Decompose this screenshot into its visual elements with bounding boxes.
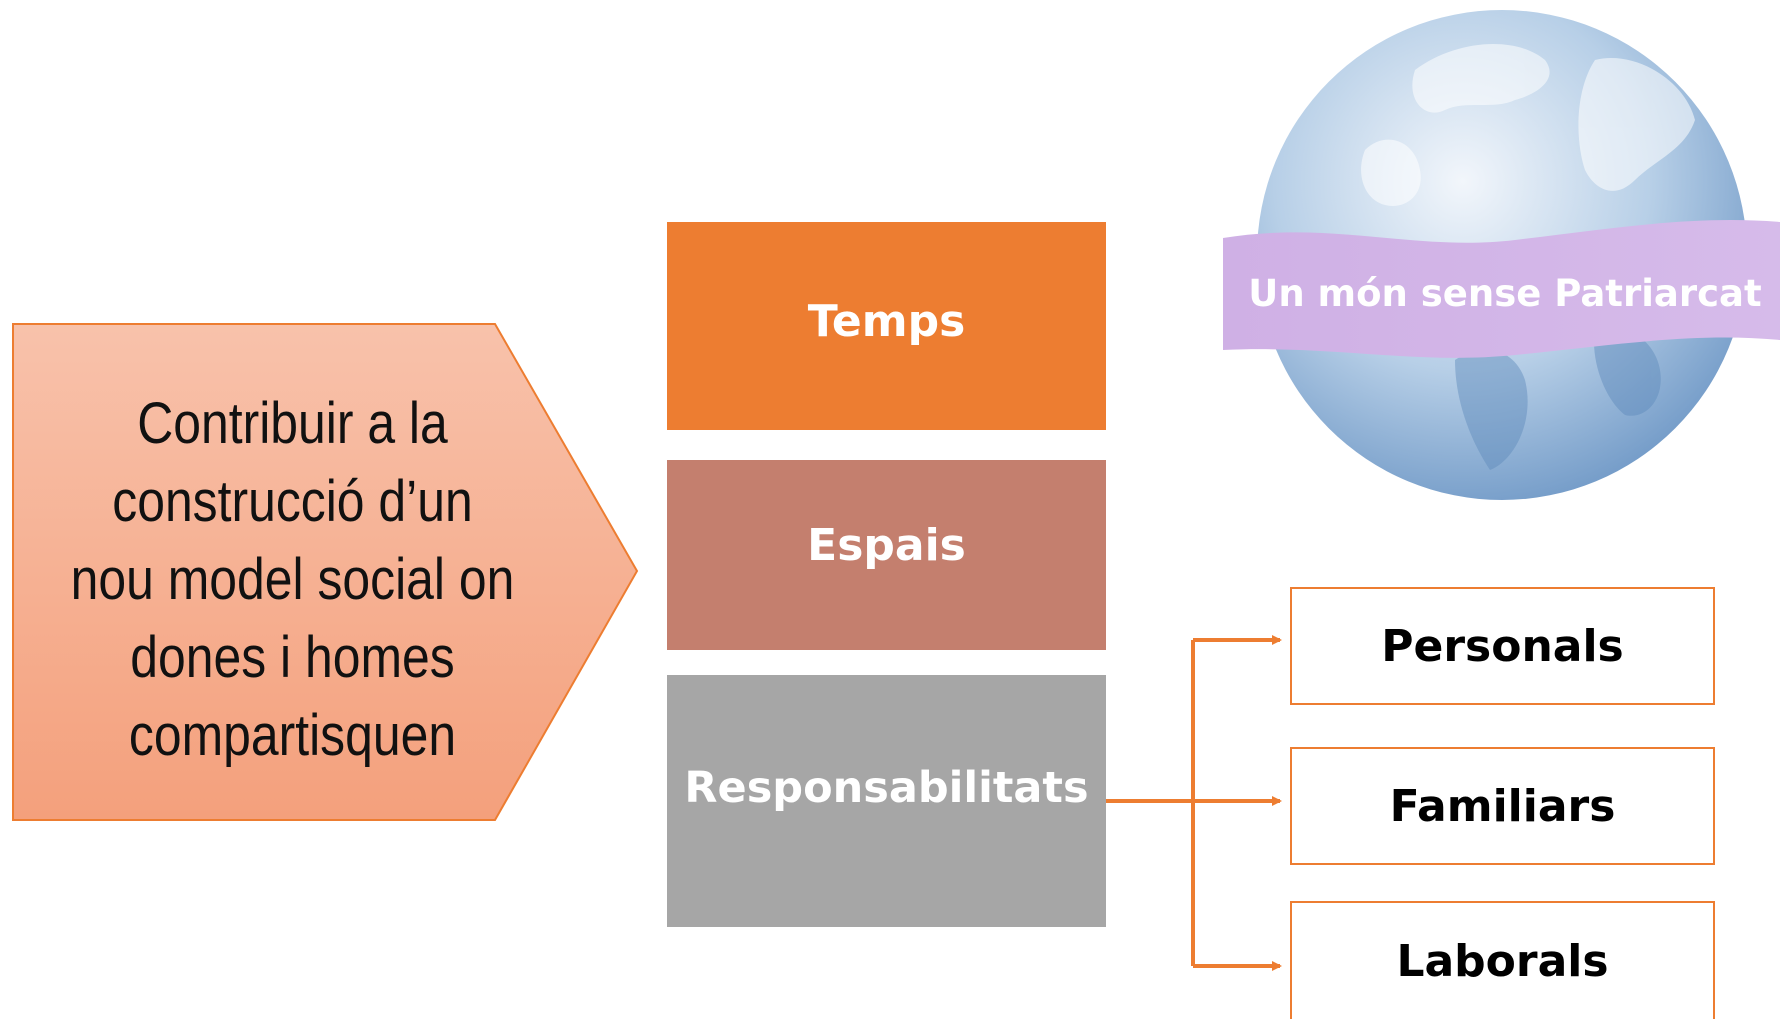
arrow-text: Contribuir a la construcció d’un nou mod… (70, 391, 515, 768)
responsabilitats-label: Responsabilitats (684, 763, 1089, 813)
laborals-label: Laborals (1396, 935, 1609, 987)
laborals-box: Laborals (1290, 901, 1715, 1019)
arrow-shape (12, 323, 639, 821)
responsabilitats-box: Responsabilitats (667, 675, 1106, 927)
globe-icon (1223, 10, 1780, 500)
temps-label: Temps (807, 295, 966, 347)
familiars-box: Familiars (1290, 747, 1715, 865)
espais-box: Espais (667, 460, 1106, 650)
espais-label: Espais (807, 519, 966, 571)
ribbon-text: Un món sense Patriarcat (1248, 271, 1762, 315)
temps-box: Temps (667, 222, 1106, 430)
ribbon-band (1223, 220, 1780, 358)
personals-label: Personals (1381, 620, 1624, 672)
personals-box: Personals (1290, 587, 1715, 705)
familiars-label: Familiars (1389, 780, 1616, 832)
